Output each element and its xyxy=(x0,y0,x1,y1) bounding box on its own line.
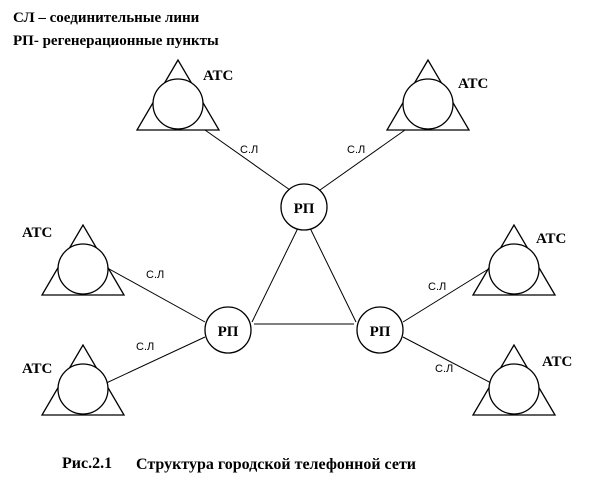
edge-atc6-rp-right xyxy=(402,336,496,386)
atc-label: АТС xyxy=(22,361,52,377)
atc-circle xyxy=(57,363,109,415)
rp-node-top: РП xyxy=(280,183,328,231)
rp-label: РП xyxy=(218,324,239,340)
atc-node-1: АТС xyxy=(135,58,233,131)
figure-title: Структура городской телефонной сети xyxy=(136,456,416,473)
edge-label: С.Л xyxy=(240,144,258,156)
atc-circle xyxy=(57,243,109,295)
legend-line-sl: СЛ – соединительные лини xyxy=(13,10,200,26)
atc-label: АТС xyxy=(458,76,488,92)
legend-line-rp: РП- регенерационные пункты xyxy=(13,33,219,49)
rp-label: РП xyxy=(294,201,315,217)
edge-atc3-rp-left xyxy=(101,264,206,323)
atc-node-2: АТС xyxy=(385,58,488,131)
atc-label: АТС xyxy=(203,68,233,84)
edge-label: С.Л xyxy=(435,363,453,375)
atc-node-4: АТС xyxy=(22,343,126,416)
rp-node-left: РП xyxy=(204,306,252,354)
atc-circle xyxy=(488,363,540,415)
atc-node-5: АТС xyxy=(471,223,566,296)
atc-circle xyxy=(152,78,204,130)
edge-atc1-rp-top xyxy=(204,129,291,191)
edge-rp-top-rp-left xyxy=(251,227,299,323)
rp-circle xyxy=(280,183,328,231)
edge-atc4-rp-left xyxy=(101,336,206,386)
edge-atc5-rp-right xyxy=(402,264,496,323)
rp-node-right: РП xyxy=(356,306,404,354)
atc-node-3: АТС xyxy=(22,223,126,296)
atc-circle xyxy=(488,243,540,295)
edge-label: С.Л xyxy=(136,341,154,353)
atc-node-6: АТС xyxy=(471,343,572,416)
rp-circle xyxy=(356,306,404,354)
rp-circle xyxy=(204,306,252,354)
atc-label: АТС xyxy=(22,225,52,241)
figure-number: Рис.2.1 xyxy=(62,455,112,472)
edge-rp-top-rp-right xyxy=(309,227,357,323)
rp-label: РП xyxy=(370,324,391,340)
atc-label: АТС xyxy=(536,231,566,247)
atc-circle xyxy=(402,78,454,130)
edge-label: С.Л xyxy=(428,281,446,293)
edge-label: С.Л xyxy=(347,144,365,156)
edge-label: С.Л xyxy=(146,269,164,281)
atc-label: АТС xyxy=(542,354,572,370)
edge-atc2-rp-top xyxy=(319,129,406,191)
